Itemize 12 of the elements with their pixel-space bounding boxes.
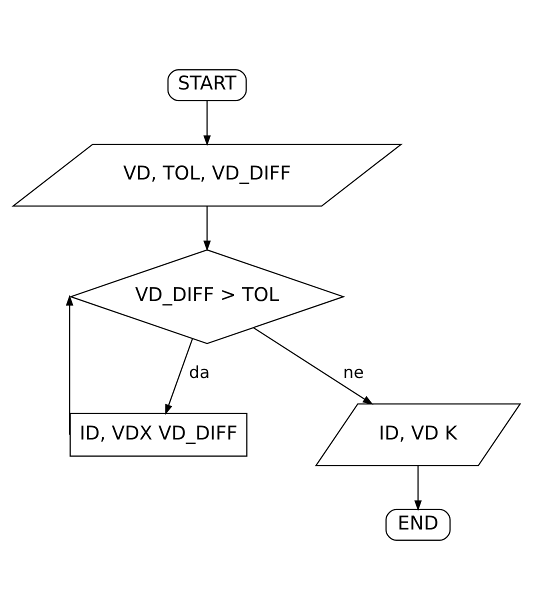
node-diamond: VD_DIFF > TOL [68,249,346,344]
edge-label: ne [343,363,364,382]
node-box: START [167,69,247,102]
arrow [66,294,74,435]
edge-label: da [189,363,210,382]
node-box: END [385,508,451,541]
node-box: ID, VDX VD_DIFF [70,412,248,457]
arrow [165,338,194,416]
arrow [203,206,211,252]
arrow [253,327,374,405]
arrow [414,466,422,512]
arrow [203,100,211,146]
